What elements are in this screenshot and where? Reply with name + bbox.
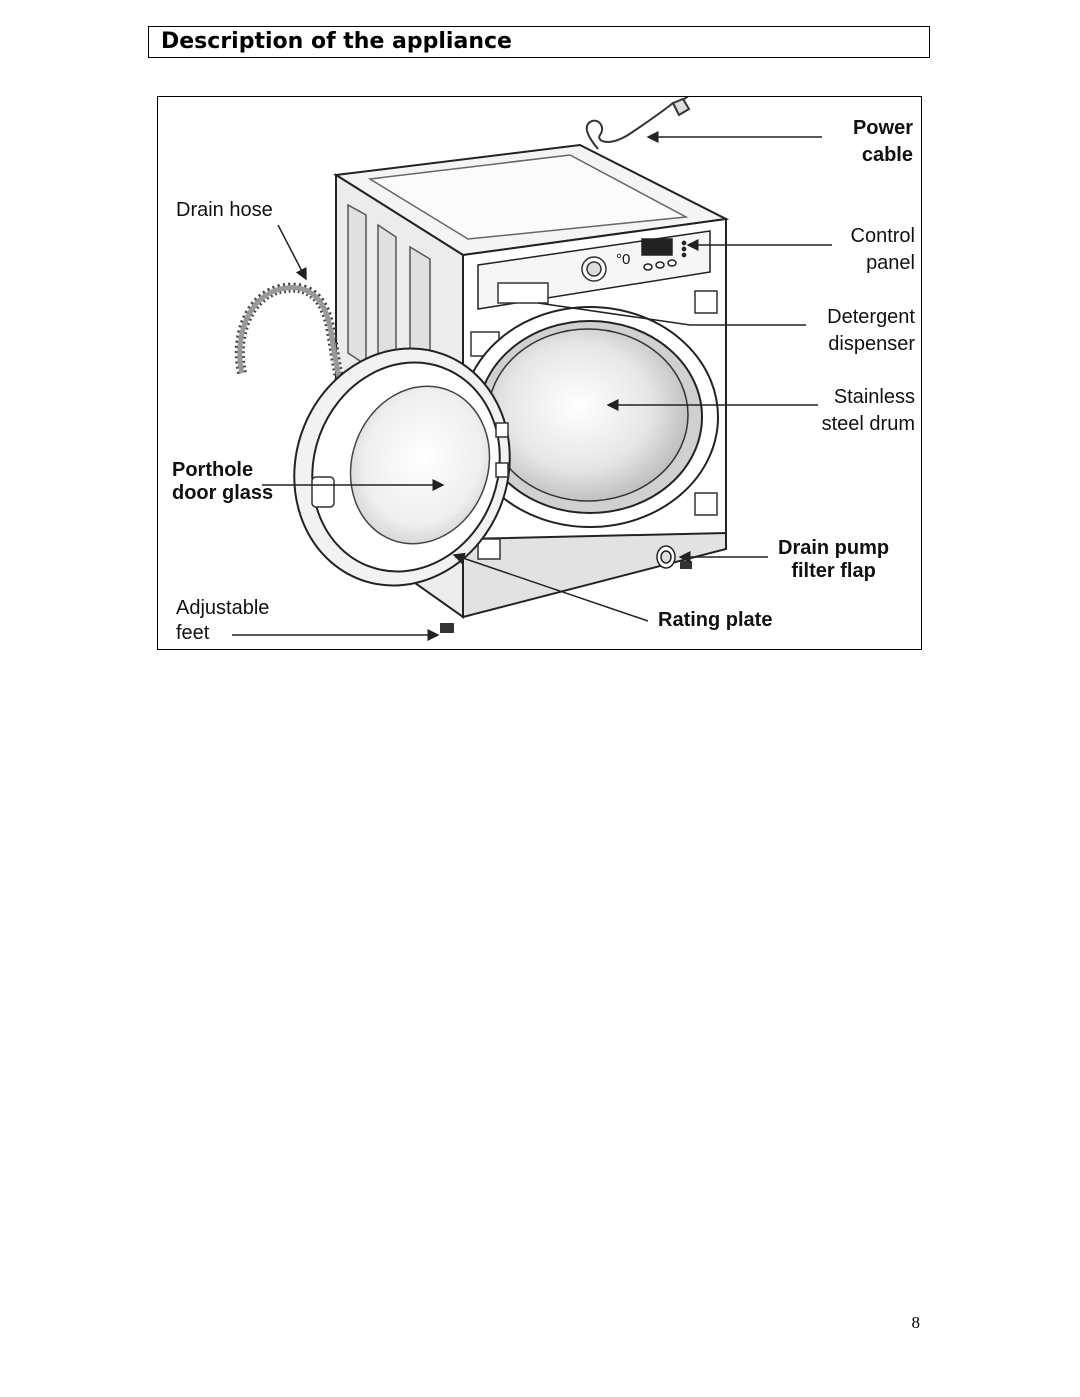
label-detergent-dispenser: Detergent dispenser [827, 306, 915, 355]
drum-opening [461, 306, 719, 528]
label-adjustable-feet: Adjustable feet [176, 597, 270, 644]
filter-flap [656, 545, 676, 569]
control-panel-strip [477, 230, 711, 310]
feet [440, 561, 692, 633]
machine-top [333, 143, 730, 257]
washing-machine-illustration [232, 97, 832, 641]
leader-lines [232, 131, 832, 641]
label-porthole-door-glass: Porthole door glass [172, 459, 274, 504]
appliance-diagram: °0 Power cable Drain hose Control panel … [157, 96, 922, 650]
label-drain-hose: Drain hose [176, 199, 273, 221]
porthole-door [293, 347, 511, 587]
label-stainless-steel-drum: Stainless steel drum [821, 386, 915, 435]
power-cable [585, 97, 691, 150]
panel-display-readout: °0 [616, 251, 631, 268]
section-title: Description of the appliance [148, 26, 930, 58]
page-number: 8 [911, 1313, 921, 1332]
label-power-cable: Power cable [852, 117, 913, 166]
label-drain-pump-filter-flap: Drain pump filter flap [778, 537, 890, 582]
label-control-panel: Control panel [850, 225, 915, 274]
label-rating-plate: Rating plate [658, 609, 773, 631]
